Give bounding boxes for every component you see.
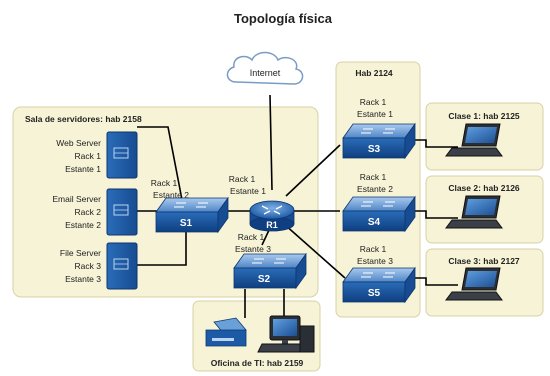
classroom-1-title: Clase 1: hab 2125 bbox=[448, 111, 520, 121]
server-web-labels: Web Server Rack 1 Estante 1 bbox=[56, 138, 101, 174]
printer-icon bbox=[205, 317, 247, 347]
switch-s3-label: S3 bbox=[368, 144, 381, 155]
switch-s2-icon: S2 bbox=[233, 252, 307, 290]
web-server-icon bbox=[106, 131, 138, 179]
switch-s1-icon: S1 bbox=[155, 196, 229, 234]
switch-s5-label: S5 bbox=[368, 288, 381, 299]
s5-shelf-label: Estante 3 bbox=[357, 256, 393, 266]
laptop-3-icon bbox=[445, 267, 503, 301]
network-links bbox=[137, 94, 458, 318]
server-file-shelf: Estante 3 bbox=[65, 274, 101, 284]
switch-s1-label: S1 bbox=[180, 218, 193, 229]
link-internet-r1 bbox=[269, 94, 273, 191]
internet-label: Internet bbox=[250, 68, 281, 78]
email-server-icon bbox=[106, 188, 138, 236]
switch-s4-icon: S4 bbox=[342, 195, 416, 233]
r1-rack-label: Rack 1 bbox=[229, 174, 256, 184]
server-email-name: Email Server bbox=[52, 194, 101, 204]
server-web-name: Web Server bbox=[56, 138, 101, 148]
server-room-title: Sala de servidores: hab 2158 bbox=[25, 114, 142, 124]
file-server-icon bbox=[106, 242, 138, 290]
s4-shelf-label: Estante 2 bbox=[357, 184, 393, 194]
server-file-labels: File Server Rack 3 Estante 3 bbox=[60, 248, 101, 284]
it-office-title: Oficina de TI: hab 2159 bbox=[211, 358, 304, 368]
s1-shelf-label: Estante 2 bbox=[153, 190, 189, 200]
link-s3-pc1 bbox=[405, 139, 458, 148]
server-web-shelf: Estante 1 bbox=[65, 164, 101, 174]
link-web-s1 bbox=[137, 126, 184, 206]
laptop-2-icon bbox=[445, 195, 503, 229]
server-email-labels: Email Server Rack 2 Estante 2 bbox=[52, 194, 101, 230]
diagram-title: Topología física bbox=[234, 11, 333, 26]
server-file-name: File Server bbox=[60, 248, 101, 258]
s2-shelf-label: Estante 3 bbox=[235, 244, 271, 254]
router-r1-icon: R1 bbox=[249, 200, 295, 232]
switch-s4-label: S4 bbox=[368, 217, 381, 228]
laptop-1-icon bbox=[445, 123, 503, 157]
server-file-rack: Rack 3 bbox=[75, 261, 102, 271]
link-s4-pc2 bbox=[405, 210, 458, 219]
s3-shelf-label: Estante 1 bbox=[357, 109, 393, 119]
s3-rack-label: Rack 1 bbox=[360, 97, 387, 107]
router-r1-label: R1 bbox=[266, 220, 278, 230]
s2-rack-label: Rack 1 bbox=[238, 232, 265, 242]
switch-s3-icon: S3 bbox=[342, 122, 416, 160]
switch-s5-icon: S5 bbox=[342, 266, 416, 304]
server-web-rack: Rack 1 bbox=[75, 151, 102, 161]
desktop-pc-icon bbox=[257, 315, 315, 353]
s4-rack-label: Rack 1 bbox=[360, 172, 387, 182]
r1-shelf-label: Estante 1 bbox=[230, 186, 266, 196]
server-email-rack: Rack 2 bbox=[75, 207, 102, 217]
link-file-s1 bbox=[137, 226, 187, 266]
classroom-2-title: Clase 2: hab 2126 bbox=[448, 183, 520, 193]
server-email-shelf: Estante 2 bbox=[65, 220, 101, 230]
link-s5-pc3 bbox=[405, 277, 458, 286]
link-r1-s5 bbox=[283, 223, 346, 279]
hab-2124-title: Hab 2124 bbox=[355, 68, 393, 78]
s1-rack-label: Rack 1 bbox=[151, 178, 178, 188]
s5-rack-label: Rack 1 bbox=[360, 244, 387, 254]
internet-cloud: Internet bbox=[226, 51, 304, 85]
classroom-3-title: Clase 3: hab 2127 bbox=[448, 256, 520, 266]
link-r1-s3 bbox=[285, 144, 341, 197]
switch-s2-label: S2 bbox=[258, 274, 271, 285]
